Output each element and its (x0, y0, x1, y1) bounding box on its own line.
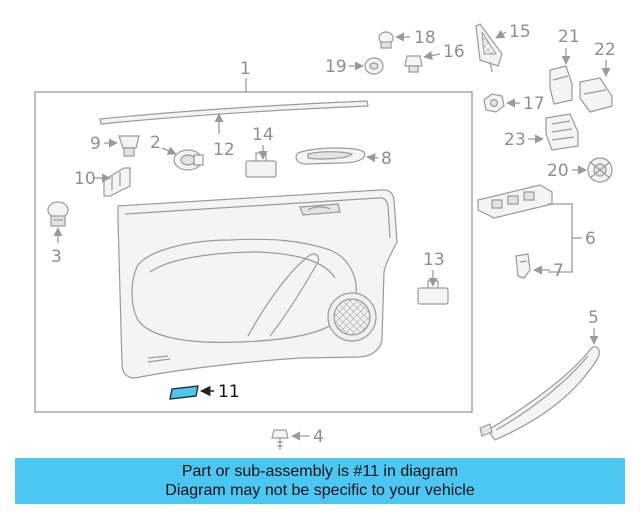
callout-6: 6 (585, 229, 596, 249)
speaker-grille (327, 292, 377, 342)
callout-12: 12 (213, 140, 235, 160)
callout-10: 10 (74, 169, 96, 189)
callout-5: 5 (588, 308, 599, 328)
part-12-belt-molding[interactable] (99, 100, 369, 125)
callout-15: 15 (509, 22, 531, 42)
part-10-bracket[interactable] (103, 167, 131, 197)
part-17-nut[interactable] (483, 93, 505, 113)
callout-7: 7 (553, 261, 564, 281)
parts-diagram: 1 12 9 2 10 14 8 3 (34, 22, 616, 450)
door-trim-panel[interactable] (117, 189, 398, 379)
part-23-switch[interactable] (545, 113, 579, 151)
part-13-retainer[interactable] (417, 280, 449, 305)
part-6-switch-bezel[interactable] (477, 184, 553, 219)
part-7-bracket[interactable] (515, 253, 531, 279)
part-11-highlighted[interactable] (169, 385, 199, 400)
part-3-push-pin[interactable] (47, 201, 69, 227)
part-8-inside-handle[interactable] (295, 147, 366, 165)
part-16-clip[interactable] (404, 55, 423, 73)
part-2-grommet[interactable] (173, 149, 204, 171)
callout-22: 22 (594, 40, 616, 60)
part-5-armrest-trim[interactable] (479, 346, 600, 441)
callout-14: 14 (252, 125, 274, 145)
part-20-knob[interactable] (587, 157, 613, 183)
callout-3: 3 (51, 247, 62, 267)
callout-11: 11 (218, 382, 240, 402)
info-banner: Part or sub-assembly is #11 in diagram D… (15, 458, 625, 504)
part-4-screw[interactable] (271, 429, 289, 450)
callout-19: 19 (325, 57, 347, 77)
part-14-retainer[interactable] (245, 152, 277, 178)
part-15-mirror-cover[interactable] (475, 23, 503, 73)
part-22-switch[interactable] (579, 77, 613, 113)
callout-21: 21 (558, 27, 580, 47)
assembly-frame (34, 91, 473, 413)
callout-2: 2 (150, 133, 161, 153)
part-19-plug[interactable] (364, 57, 384, 75)
callout-20: 20 (547, 161, 569, 181)
callout-8: 8 (381, 149, 392, 169)
callout-17: 17 (523, 94, 545, 114)
callout-13: 13 (423, 250, 445, 270)
part-21-switch[interactable] (549, 65, 573, 105)
callout-4: 4 (313, 427, 324, 447)
callout-9: 9 (90, 134, 101, 154)
callout-18: 18 (414, 28, 436, 48)
banner-line-2: Diagram may not be specific to your vehi… (165, 482, 475, 499)
part-18-push-pin[interactable] (378, 31, 394, 49)
callout-1: 1 (240, 59, 251, 79)
callout-16: 16 (443, 42, 465, 62)
callout-23: 23 (504, 130, 526, 150)
banner-line-1: Part or sub-assembly is #11 in diagram (181, 463, 459, 480)
part-9-clip[interactable] (118, 135, 140, 157)
